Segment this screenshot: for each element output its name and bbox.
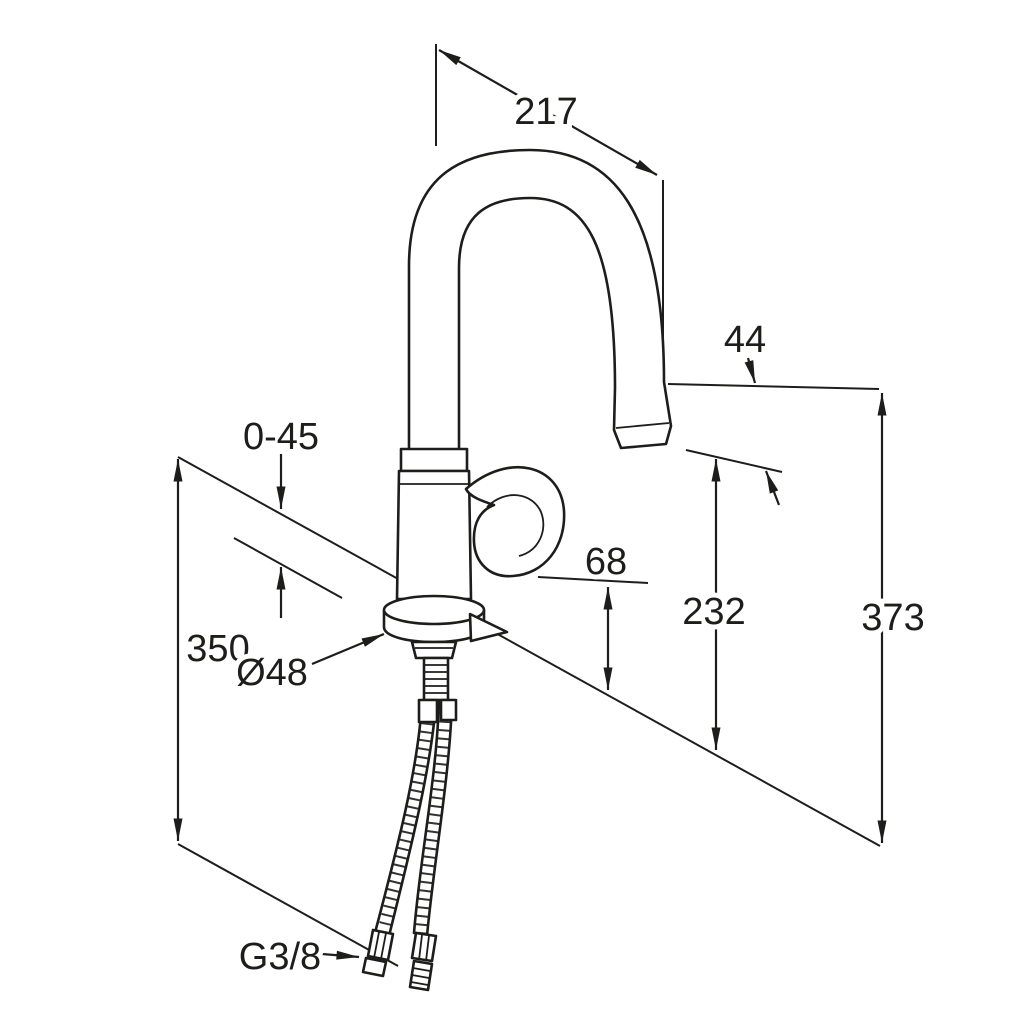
supply-hose-right [408,698,455,992]
supply-hose-left [361,700,438,978]
spout-joint-ring [399,447,469,473]
label-spout-reach: 217 [514,91,577,133]
dim-line-217 [438,49,658,176]
label-mounting-thickness: 0-45 [243,416,319,458]
base-gasket-tab [468,612,509,643]
lever-handle-inner-line [486,494,545,557]
hose-left-edge-a [388,700,438,934]
shank-thread-lines [424,664,448,694]
leader-diameter-48 [311,632,385,666]
tip-thread-lines [410,967,431,986]
dimension-lines [173,49,887,960]
escutcheon-top [382,594,486,626]
label-base-diameter: Ø48 [236,652,308,694]
nut-facet-line [373,931,380,959]
lock-collar [410,640,458,660]
hose-right-nut [410,931,438,963]
deck-underside-line [233,537,343,599]
hose-right-edge-b [412,698,441,935]
leader-g38 [321,950,360,960]
projection-lines-front [233,383,880,599]
label-spout-end-drop: 44 [724,319,766,361]
nut-facet-line [418,934,423,961]
hose-left-nut [366,928,395,962]
hose-sleeve-left [417,698,439,724]
hose-sleeve-right [439,698,458,722]
leader-44-upper [744,357,757,384]
hose-end-projection-line [177,843,399,967]
dimension-labels: 217 44 0-45 350 Ø48 68 232 373 G3/8 [181,86,929,983]
nut-facet-line [425,935,430,962]
faucet-artwork [361,148,673,992]
spout-top-projection [667,383,880,390]
hose-left-connector [361,956,388,978]
label-outlet-height: 232 [682,591,745,633]
hose-right-edge-a [425,698,454,938]
leader-44-lower [764,470,781,506]
label-connection-thread: G3/8 [239,936,321,978]
hose-left-edge-b [374,700,424,931]
aerator-line [615,422,670,429]
lever-handle [464,465,566,578]
outlet-bottom-projection [685,449,783,473]
deck-top-projection-line [177,456,881,847]
label-handle-clearance: 68 [585,541,627,583]
spout-outline [407,148,673,454]
label-total-height: 373 [861,597,924,639]
handle-level-tick [537,576,649,584]
nut-facet-line [380,932,387,960]
mixer-body [395,469,473,601]
label-below-deck-depth: 350 [186,628,249,670]
